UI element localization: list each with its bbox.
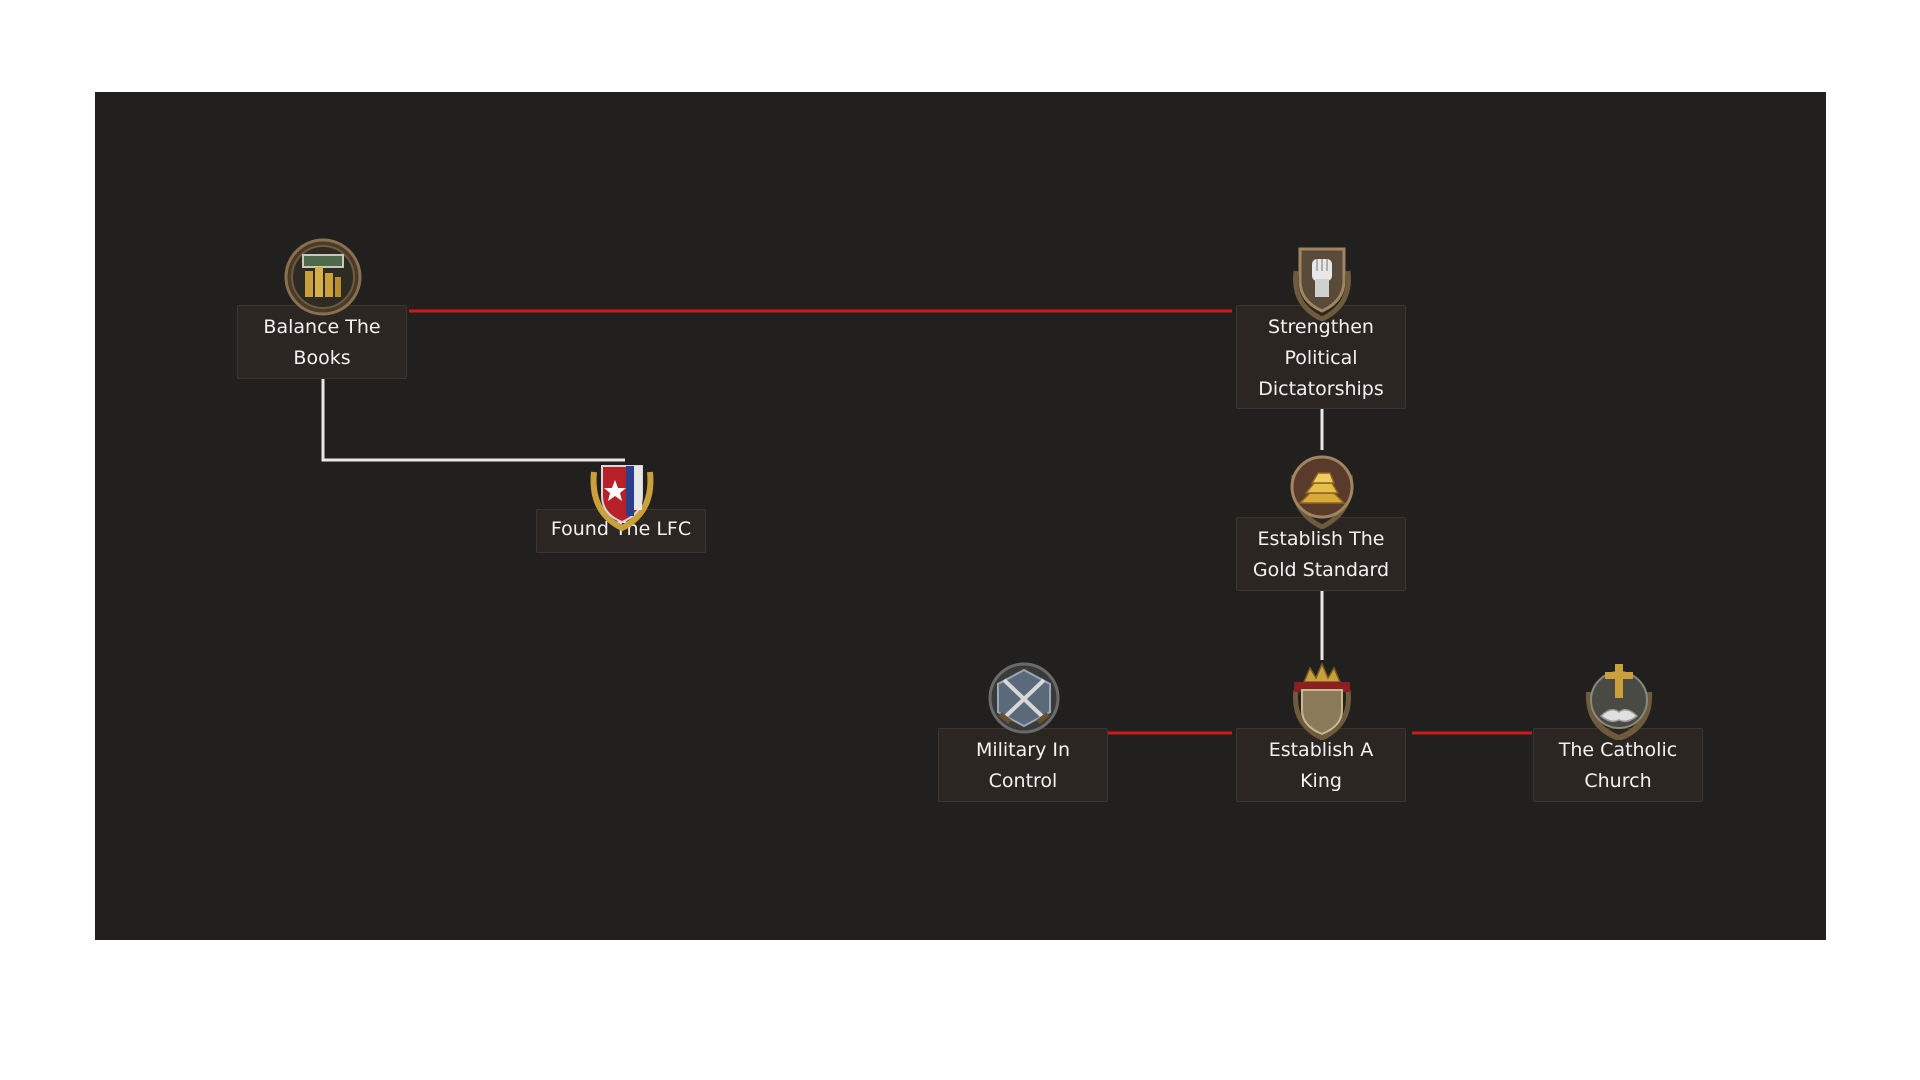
cross-handshake-icon: [1585, 664, 1653, 740]
connection-lines: [321, 309, 1532, 735]
focus-label-line: Balance The: [263, 316, 381, 338]
focus-label-box: Balance The Books: [237, 305, 407, 379]
focus-label-line: Establish A: [1268, 739, 1374, 761]
focus-label-line: Church: [1584, 770, 1652, 792]
focus-label-box: Establish The Gold Standard: [1236, 517, 1406, 591]
focus-label-line: Political: [1284, 347, 1358, 369]
focus-label-line: The Catholic: [1558, 739, 1678, 761]
focus-label-line: Strengthen: [1268, 316, 1374, 338]
raised-fist-icon: [1293, 247, 1351, 321]
focus-label-line: Books: [293, 347, 351, 369]
focus-label-line: Control: [988, 770, 1058, 792]
prereq-line-balance-lfc: [321, 377, 625, 462]
gold-bars-icon: [1290, 455, 1354, 529]
flag-shield-icon: [590, 465, 654, 532]
focus-tree-canvas: Balance The Books Found The LFC Streng: [95, 92, 1826, 940]
crown-shield-icon: [1293, 662, 1351, 740]
focus-label-box: Establish A King: [1236, 728, 1406, 802]
focus-label-line: Military In: [975, 739, 1071, 761]
focus-label-line: Establish The: [1257, 528, 1385, 550]
focus-label-box: Strengthen Political Dictatorships: [1236, 305, 1406, 409]
focus-label-box: The Catholic Church: [1533, 728, 1703, 802]
focus-label-line: Dictatorships: [1258, 378, 1384, 400]
crossed-swords-icon: [988, 662, 1060, 734]
focus-label-line: Gold Standard: [1252, 559, 1390, 581]
focus-label-line: King: [1300, 770, 1342, 792]
focus-label-box: Military In Control: [938, 728, 1108, 802]
money-stack-icon: [284, 238, 362, 316]
